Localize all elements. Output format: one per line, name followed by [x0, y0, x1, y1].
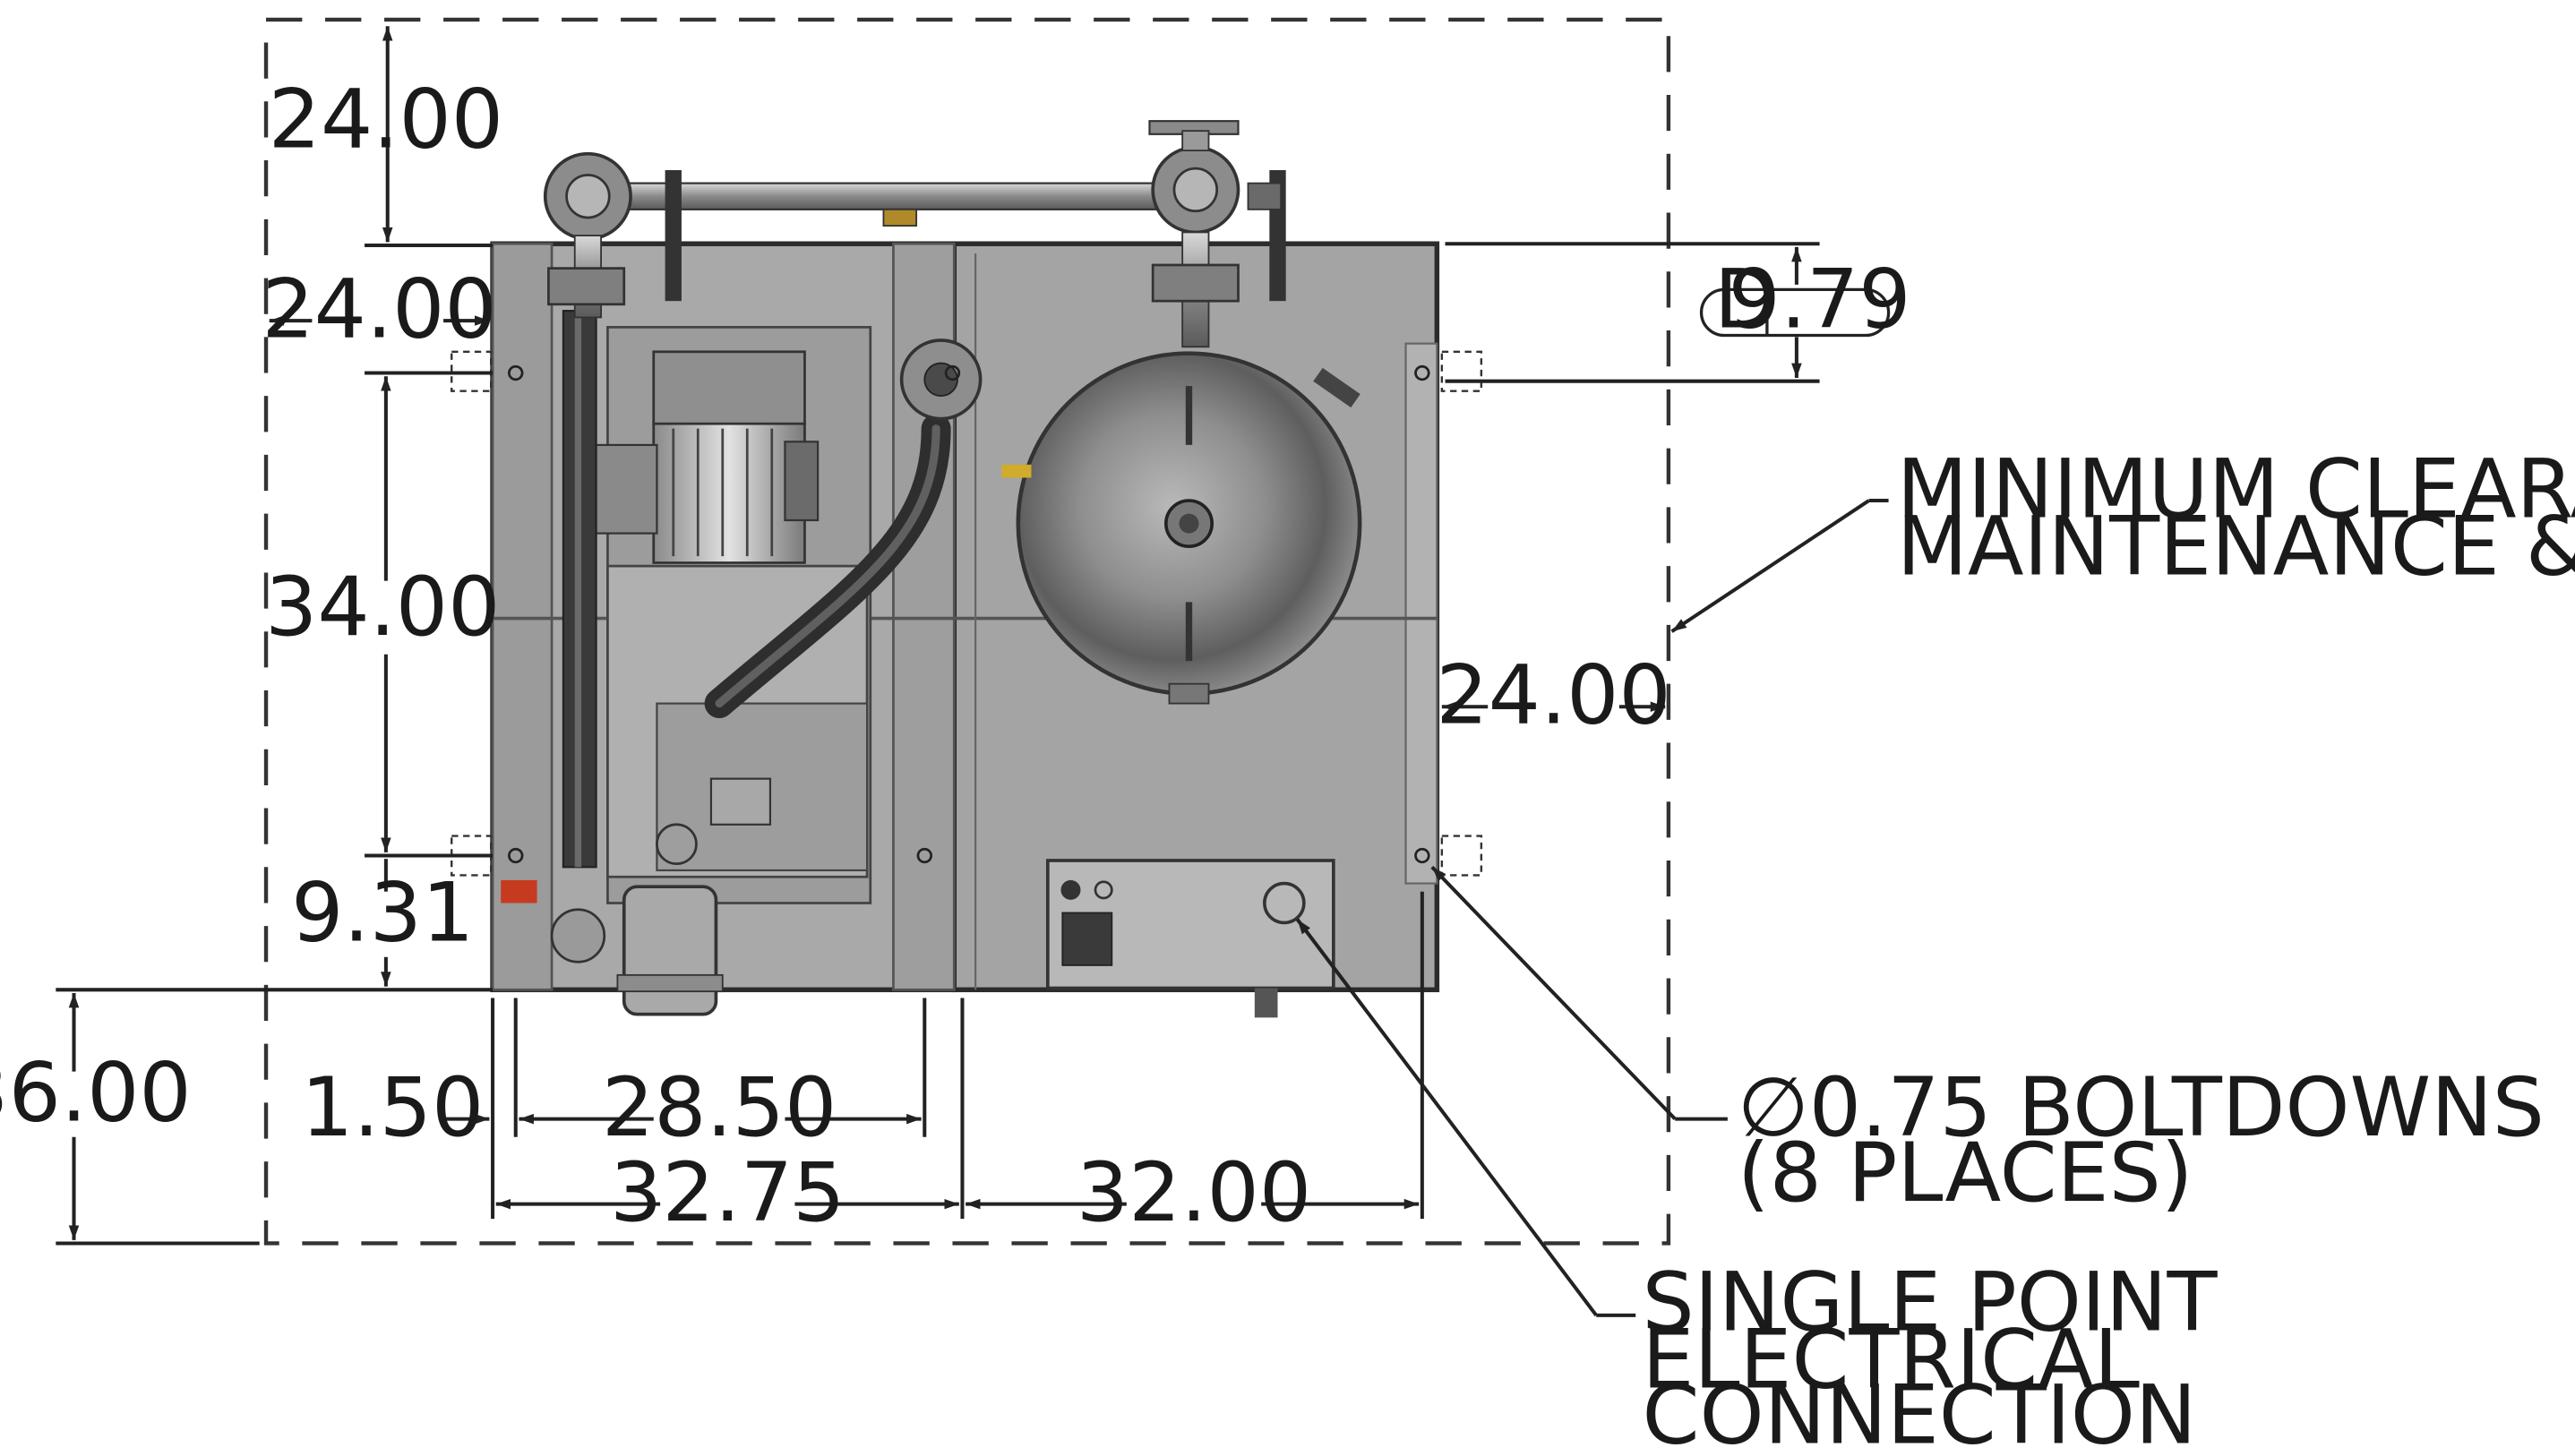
dim-bolt-spacing-left: 28.50 — [602, 1059, 837, 1155]
datum-callout: D 9.79 — [1699, 252, 1911, 347]
dim-right-clearance: 24.00 — [1436, 647, 1670, 743]
boltdown-holes — [508, 364, 1430, 864]
note-boltdown-line2: (8 PLACES) — [1738, 1125, 2193, 1220]
dim-boltdown-vertical: 34.00 — [265, 559, 500, 655]
datum-label: D — [1714, 252, 1778, 347]
dim-right-section: 32.00 — [1077, 1144, 1311, 1240]
datum-value: 9.79 — [1729, 252, 1911, 347]
dim-bottom-bolt: 9.31 — [291, 865, 474, 961]
note-electrical-line1: SINGLE POINT — [1643, 1254, 2219, 1349]
clearance-envelope — [263, 17, 1671, 1246]
dim-bolt-inset: 1.50 — [301, 1059, 484, 1155]
dim-top-clearance: 24.00 — [269, 72, 503, 167]
dim-left-section: 32.75 — [610, 1144, 845, 1240]
note-clearance-line2: MAINTENANCE & VENTILATION — [1897, 498, 2575, 594]
dim-left-clearance: 24.00 — [262, 261, 496, 357]
strainer — [622, 885, 718, 1016]
motor — [652, 420, 806, 564]
note-electrical-line3: CONNECTION — [1643, 1367, 2197, 1456]
note-boltdown-line1: ∅0.75 BOLTDOWNS — [1738, 1059, 2545, 1155]
equipment-assembly — [451, 120, 1483, 1018]
note-electrical-line2: ELECTRICAL — [1643, 1311, 2140, 1407]
note-clearance-line1: MINIMUM CLEARANCE FOR — [1897, 441, 2575, 536]
dim-front-clearance: 36.00 — [0, 1045, 192, 1141]
